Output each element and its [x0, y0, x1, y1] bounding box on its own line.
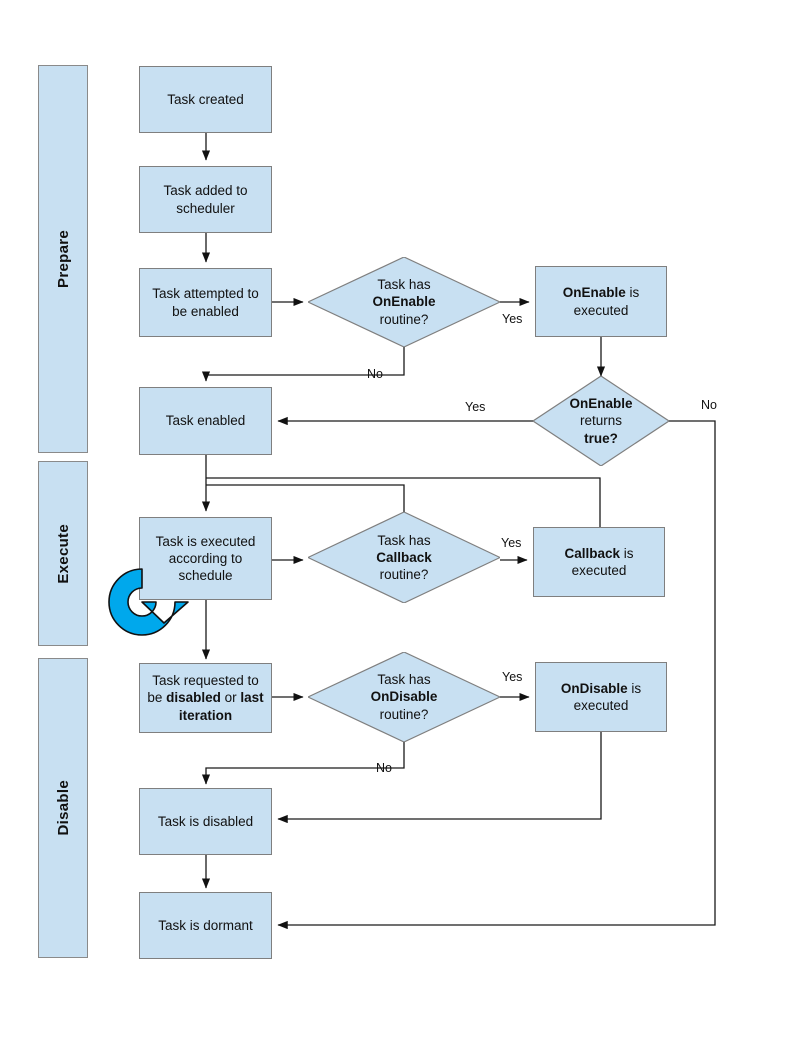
node-ondisable-exec-bold: OnDisable [560, 680, 628, 696]
node-task-created[interactable]: Task created [139, 66, 272, 133]
decision-callback-line3: routine? [379, 567, 429, 583]
decision-ondisable-shape [308, 652, 500, 742]
node-onenable-is-executed[interactable]: OnEnable is executed [535, 266, 667, 337]
edge-callback-loopback [206, 484, 405, 512]
decision-onenable-returns-true[interactable]: OnEnable returns true? [533, 376, 669, 466]
node-task-is-dormant[interactable]: Task is dormant [139, 892, 272, 959]
edge-ondisable-exec-to-disabled [277, 732, 602, 824]
node-task-is-dormant-label: Task is dormant [158, 917, 253, 933]
node-callback-exec-bold: Callback [564, 545, 621, 561]
node-task-is-disabled-label: Task is disabled [157, 813, 254, 829]
node-callback-exec-rest: is executed [571, 545, 634, 578]
node-ondisable-exec-label: OnDisable is executed [540, 680, 662, 715]
lane-prepare-label: Prepare [54, 230, 72, 288]
decision-onenable-shape [308, 257, 500, 347]
edge-label-onenable-no: No [367, 367, 383, 381]
lane-prepare: Prepare [38, 65, 88, 453]
node-task-is-executed-label: Task is executed according to schedule [155, 533, 256, 584]
decision-callback-line2: Callback [376, 549, 432, 565]
decision-onenable-line3: routine? [379, 311, 429, 327]
node-callback-exec-label: Callback is executed [538, 545, 660, 580]
decision-ondisable-line2: OnDisable [370, 689, 438, 705]
loop-icon [104, 563, 190, 643]
decision-onenable-line1: Task has [377, 277, 431, 293]
node-onenable-exec-bold: OnEnable [562, 285, 626, 301]
decision-ondisable-line3: routine? [379, 706, 429, 722]
node-callback-is-executed[interactable]: Callback is executed [533, 527, 665, 597]
edge-label-ondisable-no: No [376, 761, 392, 775]
lane-execute: Execute [38, 461, 88, 646]
decision-returns-true-line2: returns [579, 413, 622, 429]
decision-callback-shape [308, 512, 500, 603]
node-task-is-disabled[interactable]: Task is disabled [139, 788, 272, 855]
node-task-attempted-label: Task attempted to be enabled [152, 286, 259, 319]
node-task-requested-part2: or [220, 690, 241, 706]
edge-ondisable-no [201, 742, 405, 785]
node-task-requested-part1: Task requested to be [147, 673, 259, 706]
edge-label-ondisable-yes: Yes [502, 670, 523, 684]
node-ondisable-is-executed[interactable]: OnDisable is executed [535, 662, 667, 732]
edge-label-returns-true-yes: Yes [465, 400, 486, 414]
decision-ondisable-text: Task has OnDisable routine? [308, 652, 500, 742]
node-onenable-exec-rest: is executed [573, 285, 640, 318]
node-task-added-label: Task added to scheduler [163, 183, 248, 216]
decision-returns-true-shape [533, 376, 669, 466]
decision-task-has-ondisable[interactable]: Task has OnDisable routine? [308, 652, 500, 742]
decision-callback-line1: Task has [377, 532, 431, 548]
decision-returns-true-line1: OnEnable [569, 396, 633, 412]
node-task-added-to-scheduler[interactable]: Task added to scheduler [139, 166, 272, 233]
decision-onenable-text: Task has OnEnable routine? [308, 257, 500, 347]
decision-task-has-onenable[interactable]: Task has OnEnable routine? [308, 257, 500, 347]
node-task-enabled[interactable]: Task enabled [139, 387, 272, 455]
decision-ondisable-line1: Task has [377, 672, 431, 688]
decision-returns-true-line3: true? [584, 430, 618, 446]
decision-returns-true-text: OnEnable returns true? [533, 376, 669, 466]
decision-task-has-callback[interactable]: Task has Callback routine? [308, 512, 500, 603]
edge-label-callback-yes: Yes [501, 536, 522, 550]
edge-label-returns-true-no: No [701, 398, 717, 412]
node-task-enabled-label: Task enabled [165, 413, 246, 429]
lane-disable-label: Disable [54, 780, 72, 836]
decision-onenable-line2: OnEnable [372, 294, 436, 310]
node-task-requested-to-be-disabled[interactable]: Task requested to be disabled or last it… [139, 663, 272, 733]
node-task-requested-label: Task requested to be disabled or last it… [144, 672, 267, 724]
node-task-is-executed[interactable]: Task is executed according to schedule [139, 517, 272, 600]
node-ondisable-exec-rest: is executed [573, 680, 642, 713]
node-task-created-label: Task created [167, 91, 244, 107]
node-task-requested-bold2: last iteration [178, 690, 264, 723]
lane-disable: Disable [38, 658, 88, 958]
edge-label-onenable-yes: Yes [502, 312, 523, 326]
lane-execute-label: Execute [54, 523, 72, 584]
node-task-attempted-to-be-enabled[interactable]: Task attempted to be enabled [139, 268, 272, 337]
decision-callback-text: Task has Callback routine? [308, 512, 500, 603]
node-onenable-exec-label: OnEnable is executed [540, 284, 662, 319]
node-task-requested-bold1: disabled [166, 690, 221, 706]
